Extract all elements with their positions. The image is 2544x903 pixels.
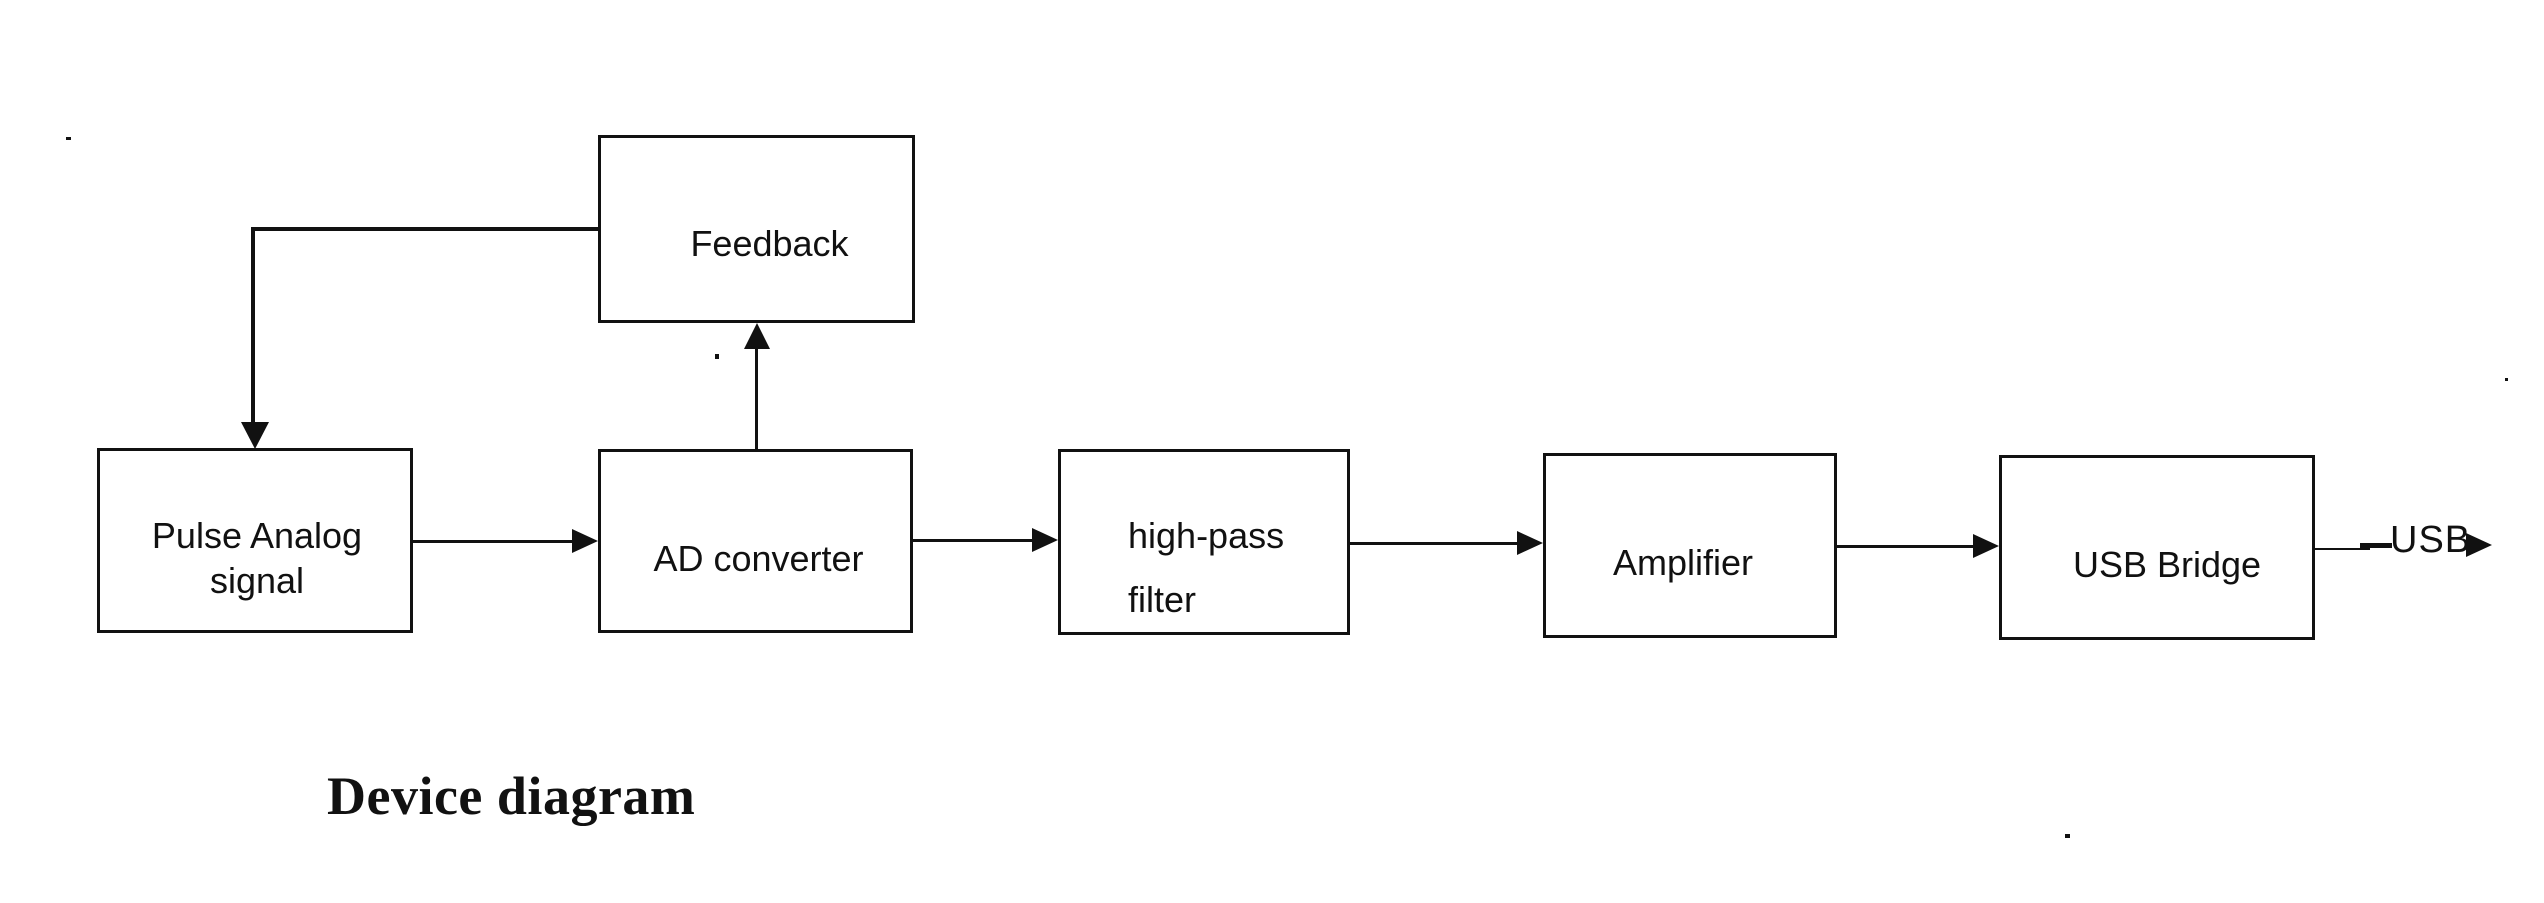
ad-to-hpf-line [911,539,1034,542]
block-amplifier: Amplifier [1543,453,1837,638]
block-ad-converter-label: AD converter [653,537,864,579]
block-feedback: Feedback [598,135,915,323]
block-pulse-label-line2: signal [209,559,305,601]
diagram-caption: Device diagram [327,766,696,826]
feedback-to-pulse-line-horizontal [253,227,601,231]
block-high-pass-filter-label: high-pass filter [1128,504,1284,632]
ad-to-feedback-line [755,347,758,449]
block-high-pass-filter: high-pass filter [1058,449,1350,635]
block-hpf-label-line1: high-pass [1128,515,1285,556]
pulse-to-ad-arrowhead-icon [572,529,598,553]
block-feedback-label: Feedback [690,222,849,264]
usb-output-label: USB [2390,519,2472,561]
ad-to-feedback-arrowhead-up-icon [744,323,770,349]
scan-speck [2065,834,2070,838]
block-pulse-analog-signal: Pulse Analog signal [97,448,413,633]
block-hpf-label-line2: filter [1128,579,1197,620]
block-pulse-label-line1: Pulse Analog [151,514,363,556]
ad-to-hpf-arrowhead-icon [1032,528,1058,552]
amp-to-usb-line [1835,545,1975,548]
scan-speck [2505,378,2508,381]
block-pulse-analog-signal-label: Pulse Analog signal [152,513,362,603]
scan-speck [66,137,71,140]
feedback-to-pulse-arrowhead-down-icon [241,422,269,449]
scan-speck [715,354,719,359]
feedback-to-pulse-line-vertical [251,227,255,423]
amp-to-usb-arrowhead-icon [1973,534,1999,558]
usb-output-line [2313,548,2370,550]
usb-output-dash [2360,543,2392,548]
block-usb-bridge-label: USB Bridge [2072,544,2262,585]
hpf-to-amp-line [1348,542,1519,545]
block-amplifier-label: Amplifier [1612,542,1754,583]
usb-output-arrowhead-icon [2466,533,2492,557]
pulse-to-ad-line [413,540,574,543]
hpf-to-amp-arrowhead-icon [1517,531,1543,555]
block-usb-bridge: USB Bridge [1999,455,2315,640]
block-ad-converter: AD converter [598,449,913,633]
